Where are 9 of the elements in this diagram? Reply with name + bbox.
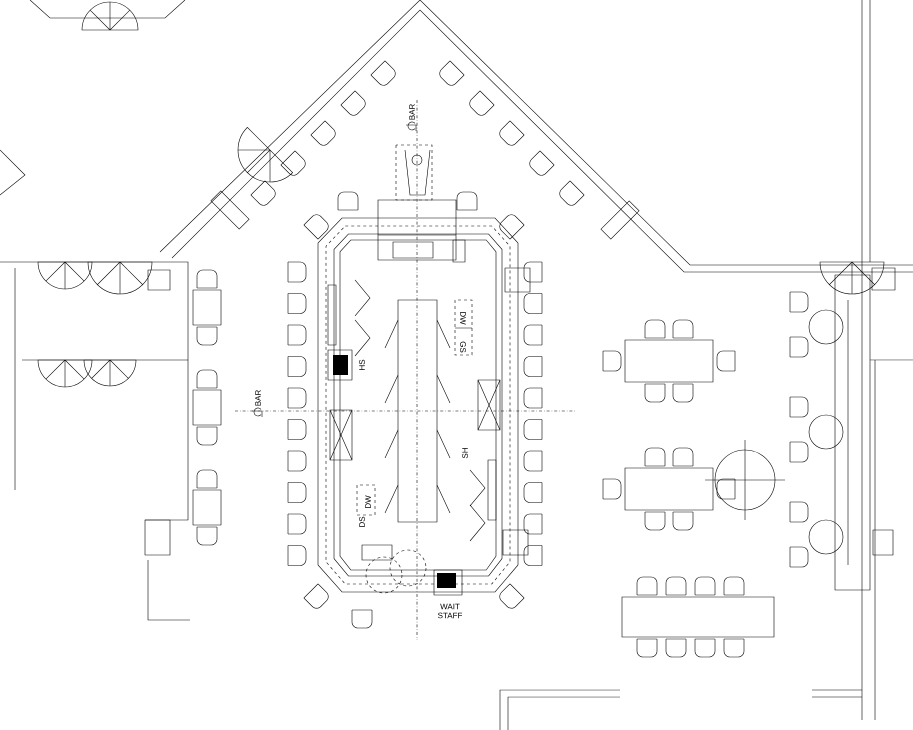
centerline-label: BAR xyxy=(406,104,416,132)
centerline-label: BAR xyxy=(252,390,262,418)
equipment-label: GS xyxy=(460,342,466,352)
equipment-label: DW xyxy=(365,495,371,508)
area-label: WAIT STAFF xyxy=(438,604,462,618)
equipment-label: DW xyxy=(460,312,466,325)
equipment-label: HS xyxy=(359,360,365,370)
equipment-label: SH xyxy=(462,448,468,458)
equipment-label: DS xyxy=(359,516,365,527)
